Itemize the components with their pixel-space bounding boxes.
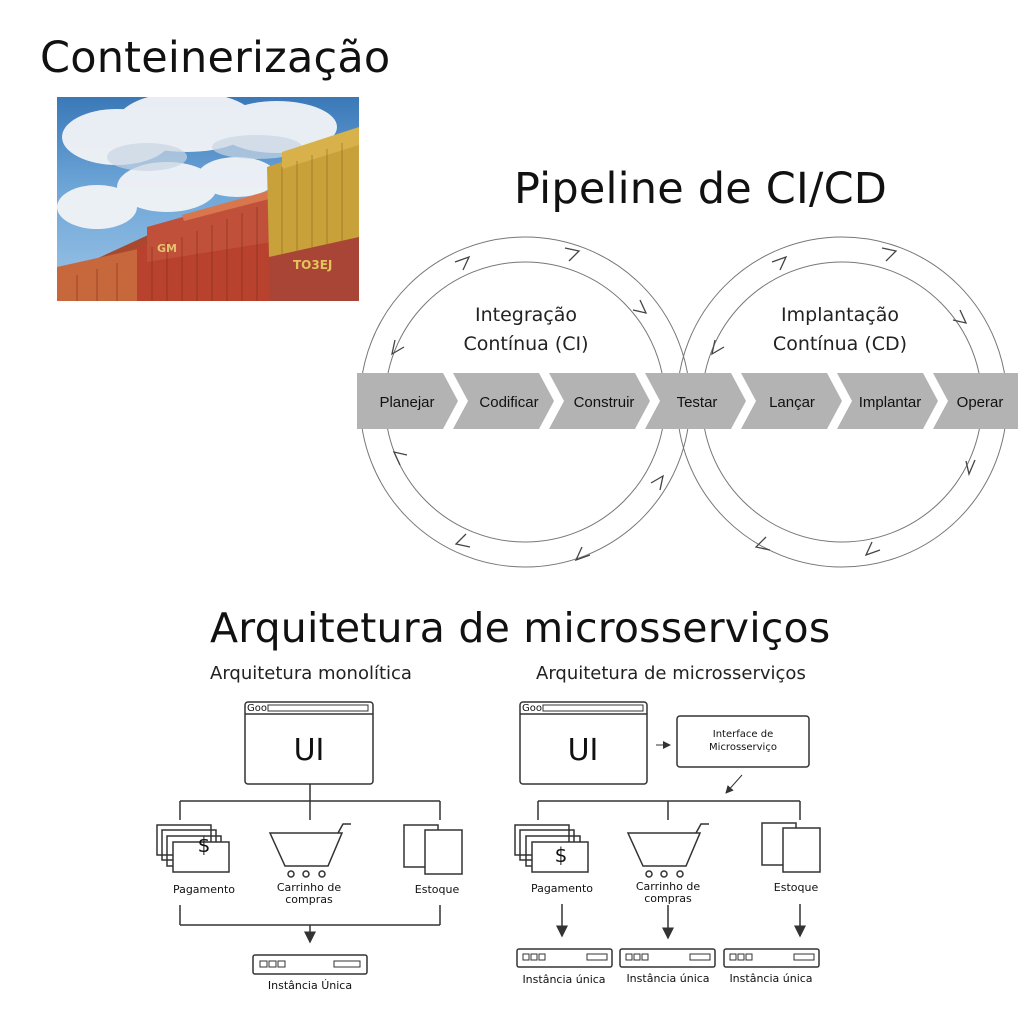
micro-cart-icon <box>626 823 709 878</box>
micro-ui-label: UI <box>568 733 599 768</box>
container-label-tobej: TO3EJ <box>293 258 332 272</box>
stage-operar: Operar <box>957 394 1004 411</box>
micro-instance-label-2: Instância única <box>626 972 709 985</box>
shipping-containers-photo: GM TO3EJ <box>57 97 359 301</box>
ci-label-line2: Contínua (CI) <box>463 333 589 355</box>
cd-label-line1: Implantação <box>781 304 899 326</box>
stage-construir: Construir <box>574 394 635 411</box>
mono-browser-window <box>244 701 374 785</box>
micro-instance-server-3 <box>723 948 820 968</box>
svg-text:$: $ <box>555 843 568 867</box>
micro-interface-box <box>676 715 810 768</box>
container-label-gm: GM <box>157 242 177 255</box>
mono-instance-label: Instância Única <box>268 979 352 992</box>
micro-instance-server-1 <box>516 948 613 968</box>
micro-cart-label-2: compras <box>644 892 692 905</box>
ci-label-line1: Integração <box>474 304 577 326</box>
micro-instance-server-2 <box>619 948 716 968</box>
containerization-title: Conteinerização <box>40 33 391 83</box>
stage-testar: Testar <box>677 394 718 411</box>
cd-label-line2: Contínua (CD) <box>772 333 908 355</box>
mono-money-icon <box>156 824 230 873</box>
micro-stock-icon <box>761 822 821 873</box>
mono-instance-server <box>252 954 368 975</box>
micro-interface-line2: Microsserviço <box>709 742 777 753</box>
stage-planejar: Planejar <box>379 394 434 411</box>
mono-heading: Arquitetura monolítica <box>210 663 412 684</box>
stage-lancar: Lançar <box>769 394 815 411</box>
micro-heading: Arquitetura de microsserviços <box>536 663 806 684</box>
micro-payment-label: Pagamento <box>531 882 593 895</box>
micro-instance-label-3: Instância única <box>729 972 812 985</box>
mono-cart-label-1: Carrinho de <box>277 881 341 894</box>
pipeline-band <box>357 373 1018 429</box>
microservices-title: Arquitetura de microsserviços <box>210 604 831 652</box>
mono-cart-icon <box>268 823 351 878</box>
micro-money-icon <box>514 824 589 873</box>
mono-browser-dots: Goo <box>247 703 267 714</box>
stage-codificar: Codificar <box>479 394 538 411</box>
micro-interface-line1: Interface de <box>713 729 773 740</box>
micro-browser-dots: Goo <box>522 703 542 714</box>
svg-text:$: $ <box>198 833 211 857</box>
mono-stock-label: Estoque <box>415 883 460 896</box>
micro-browser-window <box>519 701 648 785</box>
containers-illustration: GM TO3EJ <box>57 97 359 301</box>
micro-instance-label-1: Instância única <box>522 973 605 986</box>
cicd-title: Pipeline de CI/CD <box>514 164 888 214</box>
mono-stock-icon <box>403 824 463 875</box>
ci-loop-label: Integração Contínua (CI) <box>446 301 606 359</box>
mono-ui-label: UI <box>294 733 325 768</box>
micro-stock-label: Estoque <box>774 881 819 894</box>
micro-cart-label-1: Carrinho de <box>636 880 700 893</box>
mono-payment-label: Pagamento <box>173 883 235 896</box>
stage-implantar: Implantar <box>859 394 922 411</box>
mono-cart-label-2: compras <box>285 893 333 906</box>
cd-loop-label: Implantação Contínua (CD) <box>760 301 920 359</box>
